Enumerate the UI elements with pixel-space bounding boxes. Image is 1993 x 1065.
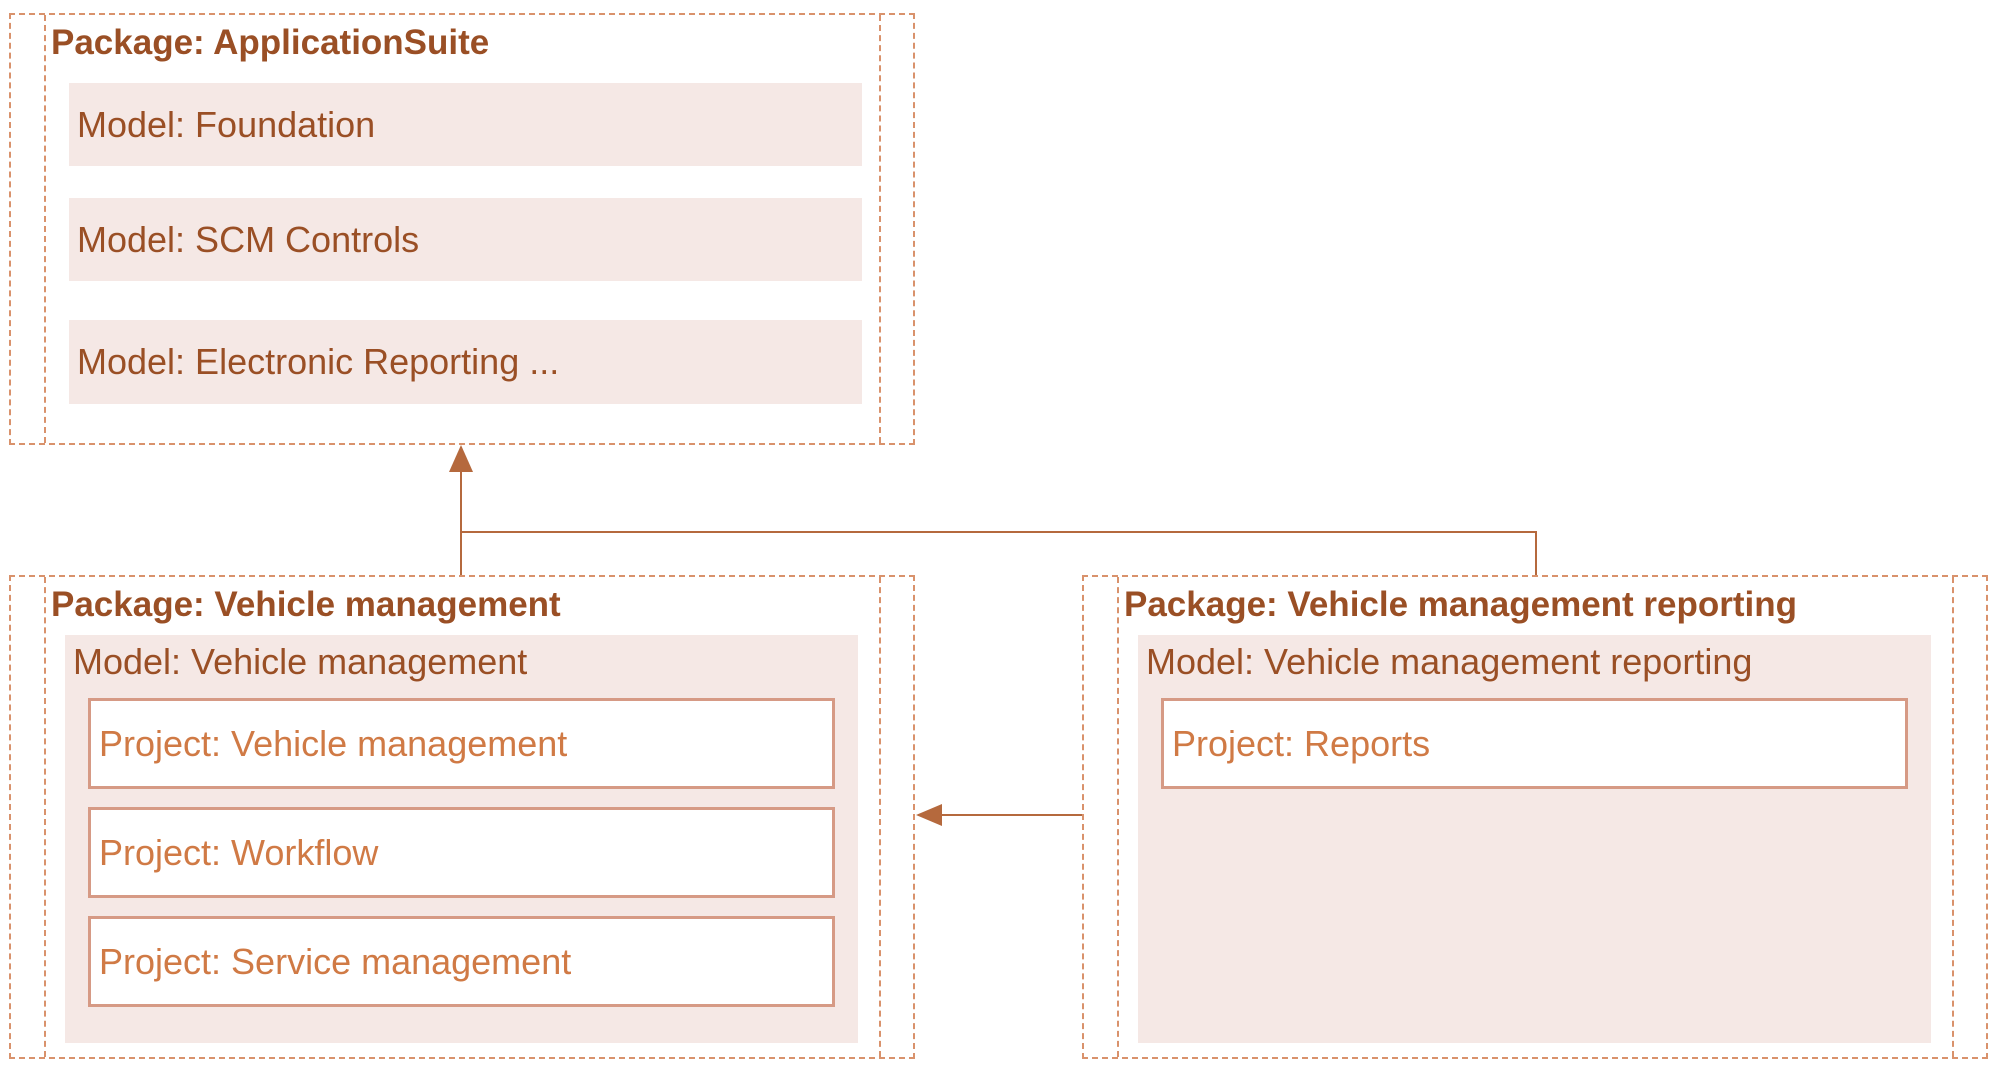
arrow-head-left-icon xyxy=(916,804,942,826)
package-right-rail xyxy=(1952,577,1954,1057)
model-label: Model: SCM Controls xyxy=(77,218,420,260)
project-label: Project: Reports xyxy=(1172,722,1431,764)
package-vehicle-management: Package: Vehicle management Model: Vehic… xyxy=(9,575,915,1059)
project-label: Project: Service management xyxy=(99,940,572,982)
model-vehicle-management: Model: Vehicle management Project: Vehic… xyxy=(65,635,858,1043)
model-foundation: Model: Foundation xyxy=(69,83,862,166)
package-left-rail xyxy=(1117,577,1119,1057)
package-left-rail xyxy=(44,15,46,443)
model-vehicle-management-reporting: Model: Vehicle management reporting Proj… xyxy=(1138,635,1931,1043)
project-label: Project: Vehicle management xyxy=(99,722,568,764)
package-right-rail xyxy=(879,577,881,1057)
model-scm-controls: Model: SCM Controls xyxy=(69,198,862,281)
model-label: Model: Foundation xyxy=(77,103,376,145)
model-label: Model: Vehicle management xyxy=(73,641,528,682)
connector-reporting-to-application-suite xyxy=(461,531,1537,575)
package-title: Package: Vehicle management reporting xyxy=(1124,585,1798,624)
package-vehicle-management-reporting: Package: Vehicle management reporting Mo… xyxy=(1082,575,1988,1059)
project-workflow: Project: Workflow xyxy=(88,807,835,898)
package-title: Package: Vehicle management xyxy=(51,585,561,624)
package-application-suite: Package: ApplicationSuite Model: Foundat… xyxy=(9,13,915,445)
project-service-management: Project: Service management xyxy=(88,916,835,1007)
project-vehicle-management: Project: Vehicle management xyxy=(88,698,835,789)
model-electronic-reporting: Model: Electronic Reporting ... xyxy=(69,320,862,404)
project-reports: Project: Reports xyxy=(1161,698,1908,789)
arrow-head-up-icon xyxy=(449,445,473,472)
model-label: Model: Vehicle management reporting xyxy=(1146,641,1753,682)
package-title: Package: ApplicationSuite xyxy=(51,23,490,62)
project-label: Project: Workflow xyxy=(99,831,379,873)
package-right-rail xyxy=(879,15,881,443)
model-label: Model: Electronic Reporting ... xyxy=(77,341,560,382)
package-left-rail xyxy=(44,577,46,1057)
